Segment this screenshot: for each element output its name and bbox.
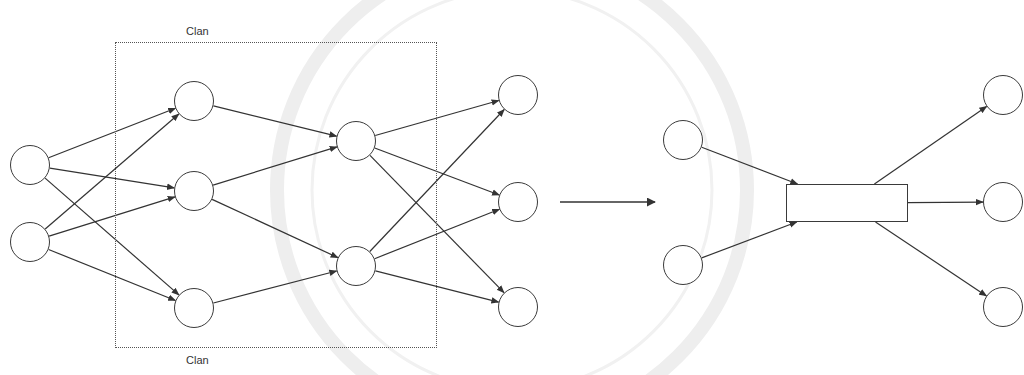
connection-arrow [874, 106, 986, 184]
neuron-circle [174, 288, 214, 328]
connection-arrow [370, 155, 504, 292]
neuron-circle [498, 182, 538, 222]
neuron-circle [336, 121, 376, 161]
connection-arrow [213, 147, 337, 185]
neuron-circle [174, 171, 214, 211]
connection-arrow [375, 101, 499, 136]
connection-arrow [702, 222, 797, 258]
neuron-circle [174, 81, 214, 121]
connection-arrow [213, 271, 336, 303]
clan-label: Clan [186, 353, 209, 367]
neuron-circle [983, 182, 1023, 222]
clan-region: ClanClan [115, 42, 437, 348]
neuron-circle [498, 75, 538, 115]
neuron-circle [983, 287, 1023, 327]
neuron-circle [983, 75, 1023, 115]
connection-arrow [45, 114, 179, 229]
watermark-seal [277, 0, 747, 375]
neuron-circle [498, 287, 538, 327]
connection-arrow [213, 106, 336, 136]
connection-arrow [702, 147, 798, 184]
connection-arrow [49, 250, 176, 301]
connection-arrow [212, 199, 338, 257]
neuron-circle [663, 120, 703, 160]
connection-arrow [375, 209, 500, 258]
watermark-seal [312, 0, 712, 375]
connection-arrow [45, 178, 179, 295]
connection-arrow [49, 197, 175, 236]
clan-label: Clan [186, 24, 209, 38]
connection-arrow [908, 202, 983, 204]
connection-arrow [375, 271, 498, 302]
clan-box [786, 184, 908, 222]
neuron-circle [10, 222, 50, 262]
neuron-circle [10, 145, 50, 185]
connection-arrow [375, 148, 500, 195]
neuron-circle [663, 245, 703, 285]
transform-arrow [560, 201, 655, 203]
connection-arrow [876, 222, 987, 296]
connection-arrow [370, 110, 504, 252]
neuron-circle [336, 246, 376, 286]
